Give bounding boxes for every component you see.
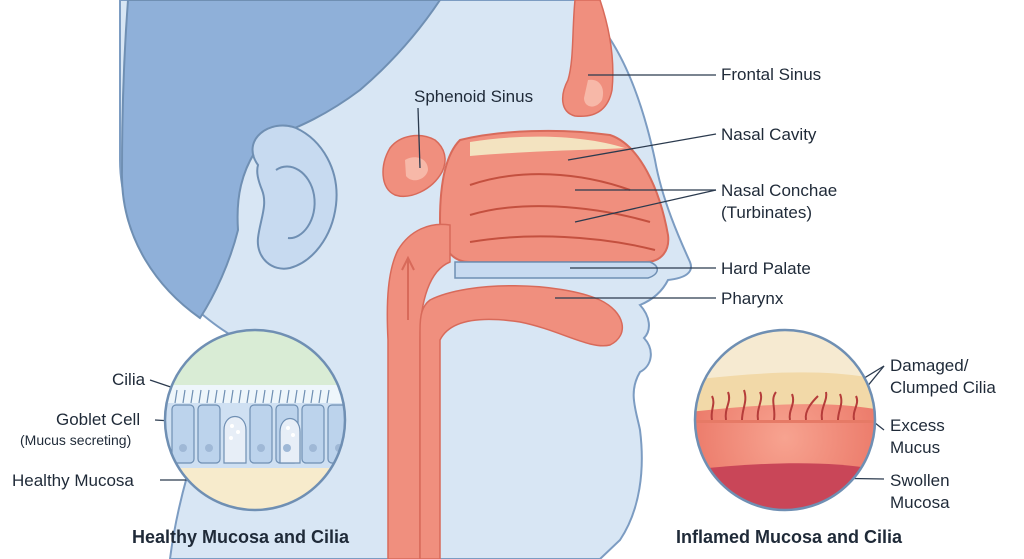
label-sphenoid-sinus: Sphenoid Sinus [414,87,534,106]
damaged-cilia [710,389,859,421]
label-healthy-mucosa: Healthy Mucosa [12,471,134,490]
label-cilia: Cilia [112,370,146,389]
label-turbinates: (Turbinates) [721,203,813,222]
pharynx [386,223,451,559]
cilia-hairs [174,389,330,404]
label-nasal-conchae: Nasal Conchae [721,181,838,200]
nasal-conchae [469,173,656,251]
label-nasal-cavity: Nasal Cavity [721,125,817,144]
label-goblet-cell-note: (Mucus secreting) [20,432,132,448]
label-pharynx: Pharynx [721,289,784,308]
internal-anatomy [382,0,670,559]
label-damaged-cilia-line2: Clumped Cilia [890,378,996,397]
goblet-cells [223,415,301,464]
tongue-outline [419,285,624,559]
label-damaged-cilia-line1: Damaged/ [890,356,969,375]
label-goblet-cell: Goblet Cell [56,410,141,429]
label-hard-palate: Hard Palate [721,259,811,278]
epithelial-cells [171,404,345,464]
ear-icon [251,124,338,270]
label-excess-mucus-line1: Excess [890,416,945,435]
hard-palate [454,261,658,279]
label-swollen-mucosa-line2: Mucosa [890,493,950,512]
hair [120,0,442,320]
label-excess-mucus-line2: Mucus [890,438,941,457]
caption-inflamed: Inflamed Mucosa and Cilia [676,527,903,547]
label-swollen-mucosa-line1: Swollen [890,471,950,490]
caption-healthy: Healthy Mucosa and Cilia [132,527,350,547]
inflamed-mucosa-inset [693,328,877,512]
label-frontal-sinus: Frontal Sinus [721,65,822,84]
nasal-cavity [438,129,670,263]
